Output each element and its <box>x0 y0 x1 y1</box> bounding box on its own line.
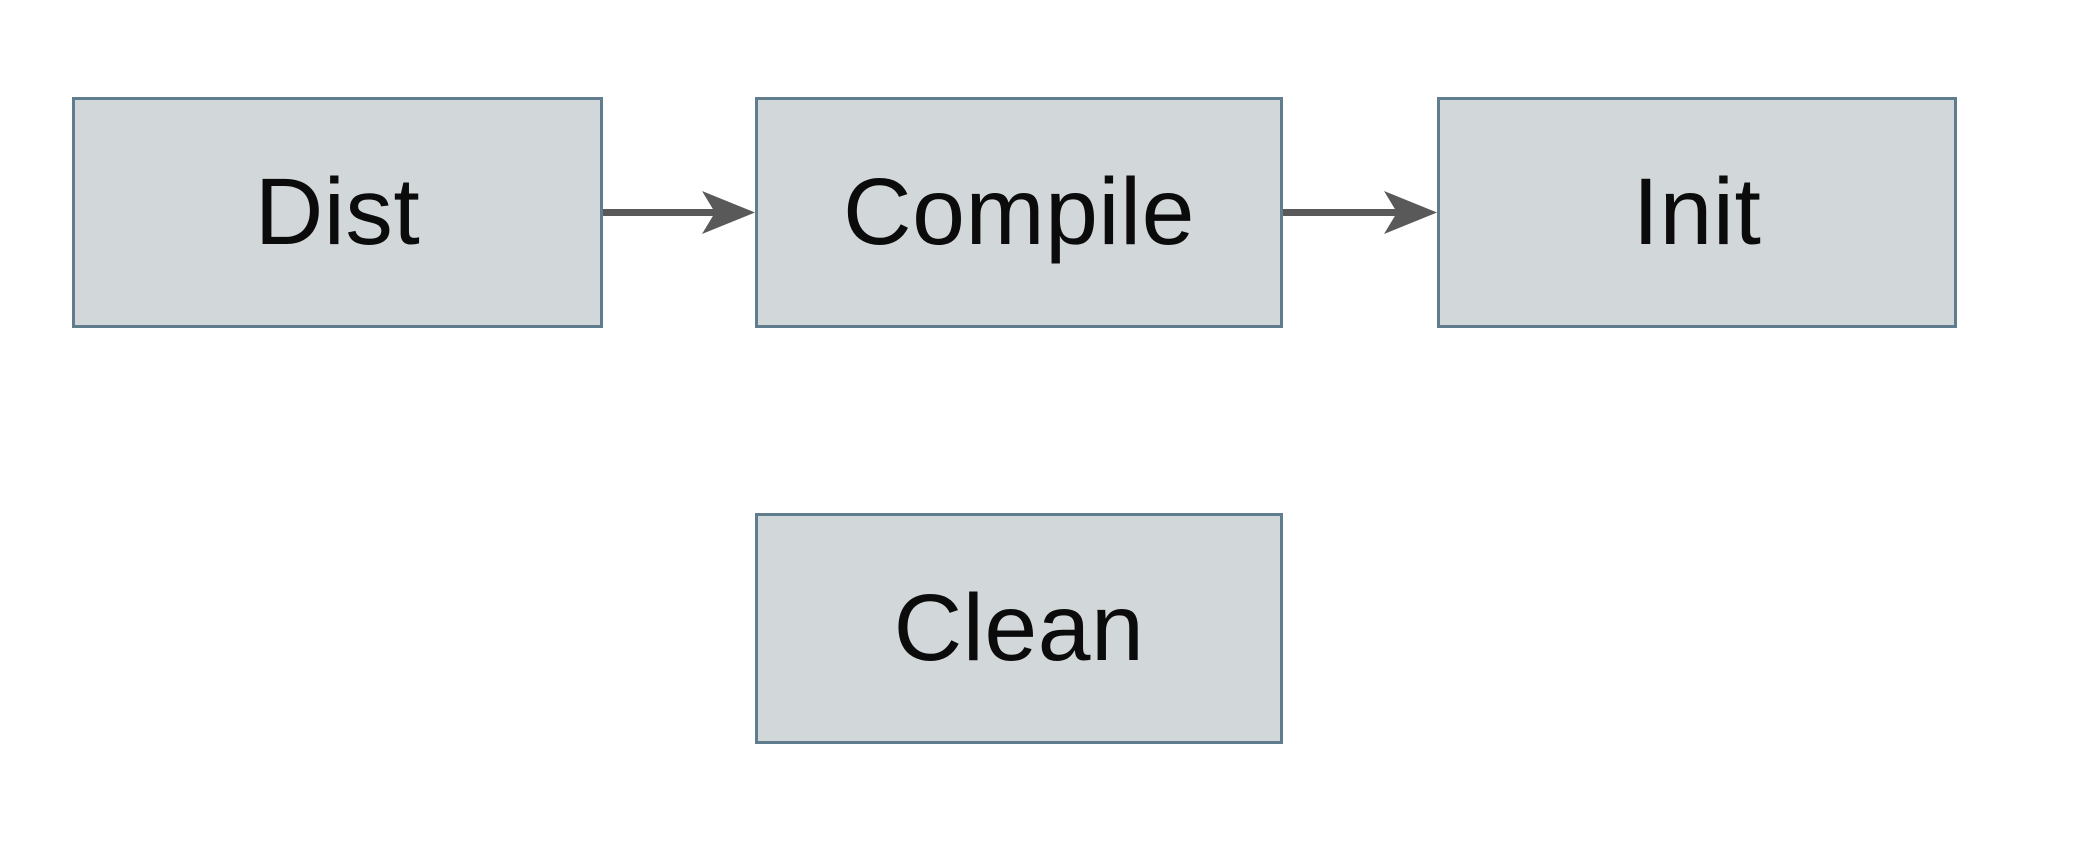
node-init[interactable]: Init <box>1437 97 1957 328</box>
node-label: Compile <box>843 159 1195 265</box>
edge-dist-compile[interactable] <box>603 191 755 234</box>
node-label: Dist <box>254 159 421 265</box>
node-label: Init <box>1632 159 1762 265</box>
arrow-right-icon <box>1384 191 1437 234</box>
edge-compile-init[interactable] <box>1283 191 1437 234</box>
node-dist[interactable]: Dist <box>72 97 603 328</box>
arrow-right-icon <box>702 191 755 234</box>
node-compile[interactable]: Compile <box>755 97 1283 328</box>
node-label: Clean <box>893 575 1145 681</box>
node-clean[interactable]: Clean <box>755 513 1283 744</box>
